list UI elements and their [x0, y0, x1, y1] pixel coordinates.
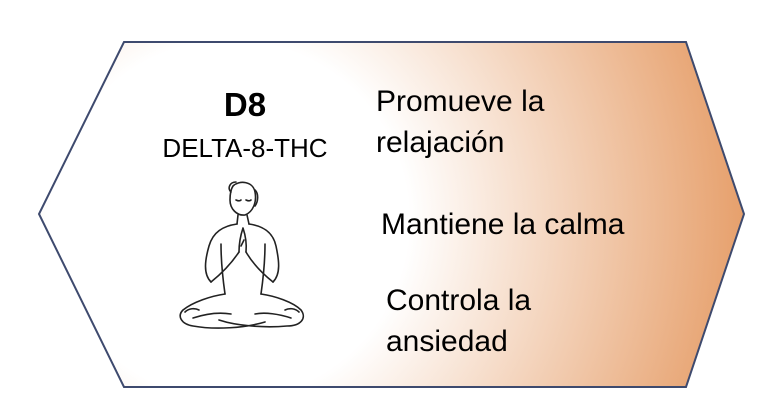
- product-full-name: DELTA-8-THC: [162, 133, 328, 163]
- benefit-calm: Mantiene la calma: [381, 208, 625, 241]
- hexagon-polygon: [37, 41, 746, 388]
- benefit-anxiety: Controla la ansiedad: [386, 284, 532, 358]
- meditating-person-icon: [179, 181, 305, 329]
- product-abbreviation: D8: [223, 86, 267, 123]
- benefit-relaxation: Promueve la relajación: [376, 85, 545, 159]
